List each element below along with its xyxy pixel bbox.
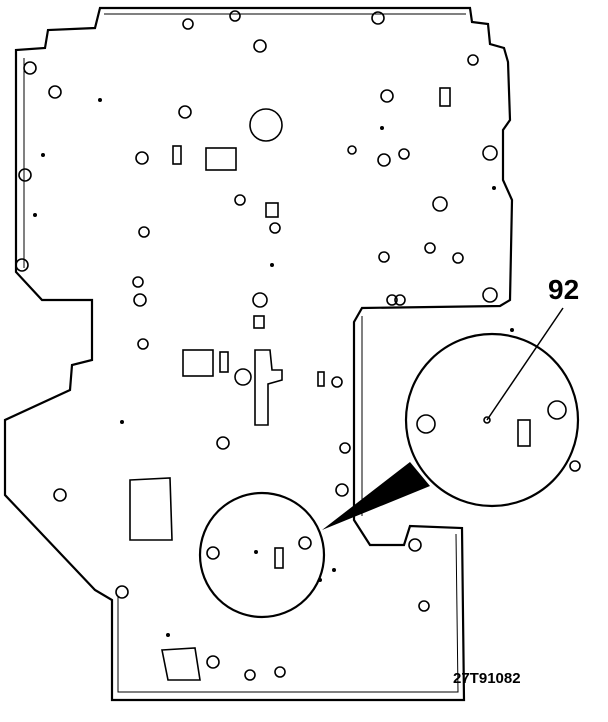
holes [15,10,581,681]
detail-circle-small [198,491,326,619]
plate-outline [3,6,514,702]
small-dots [33,98,514,637]
callout-leader [486,307,564,421]
plate-inner-outline [23,13,466,693]
figure-id: 27T91082 [453,670,521,687]
callout-label-92: 92 [548,274,580,305]
detail-circle-large [404,332,580,508]
magnify-wedge [322,462,430,530]
